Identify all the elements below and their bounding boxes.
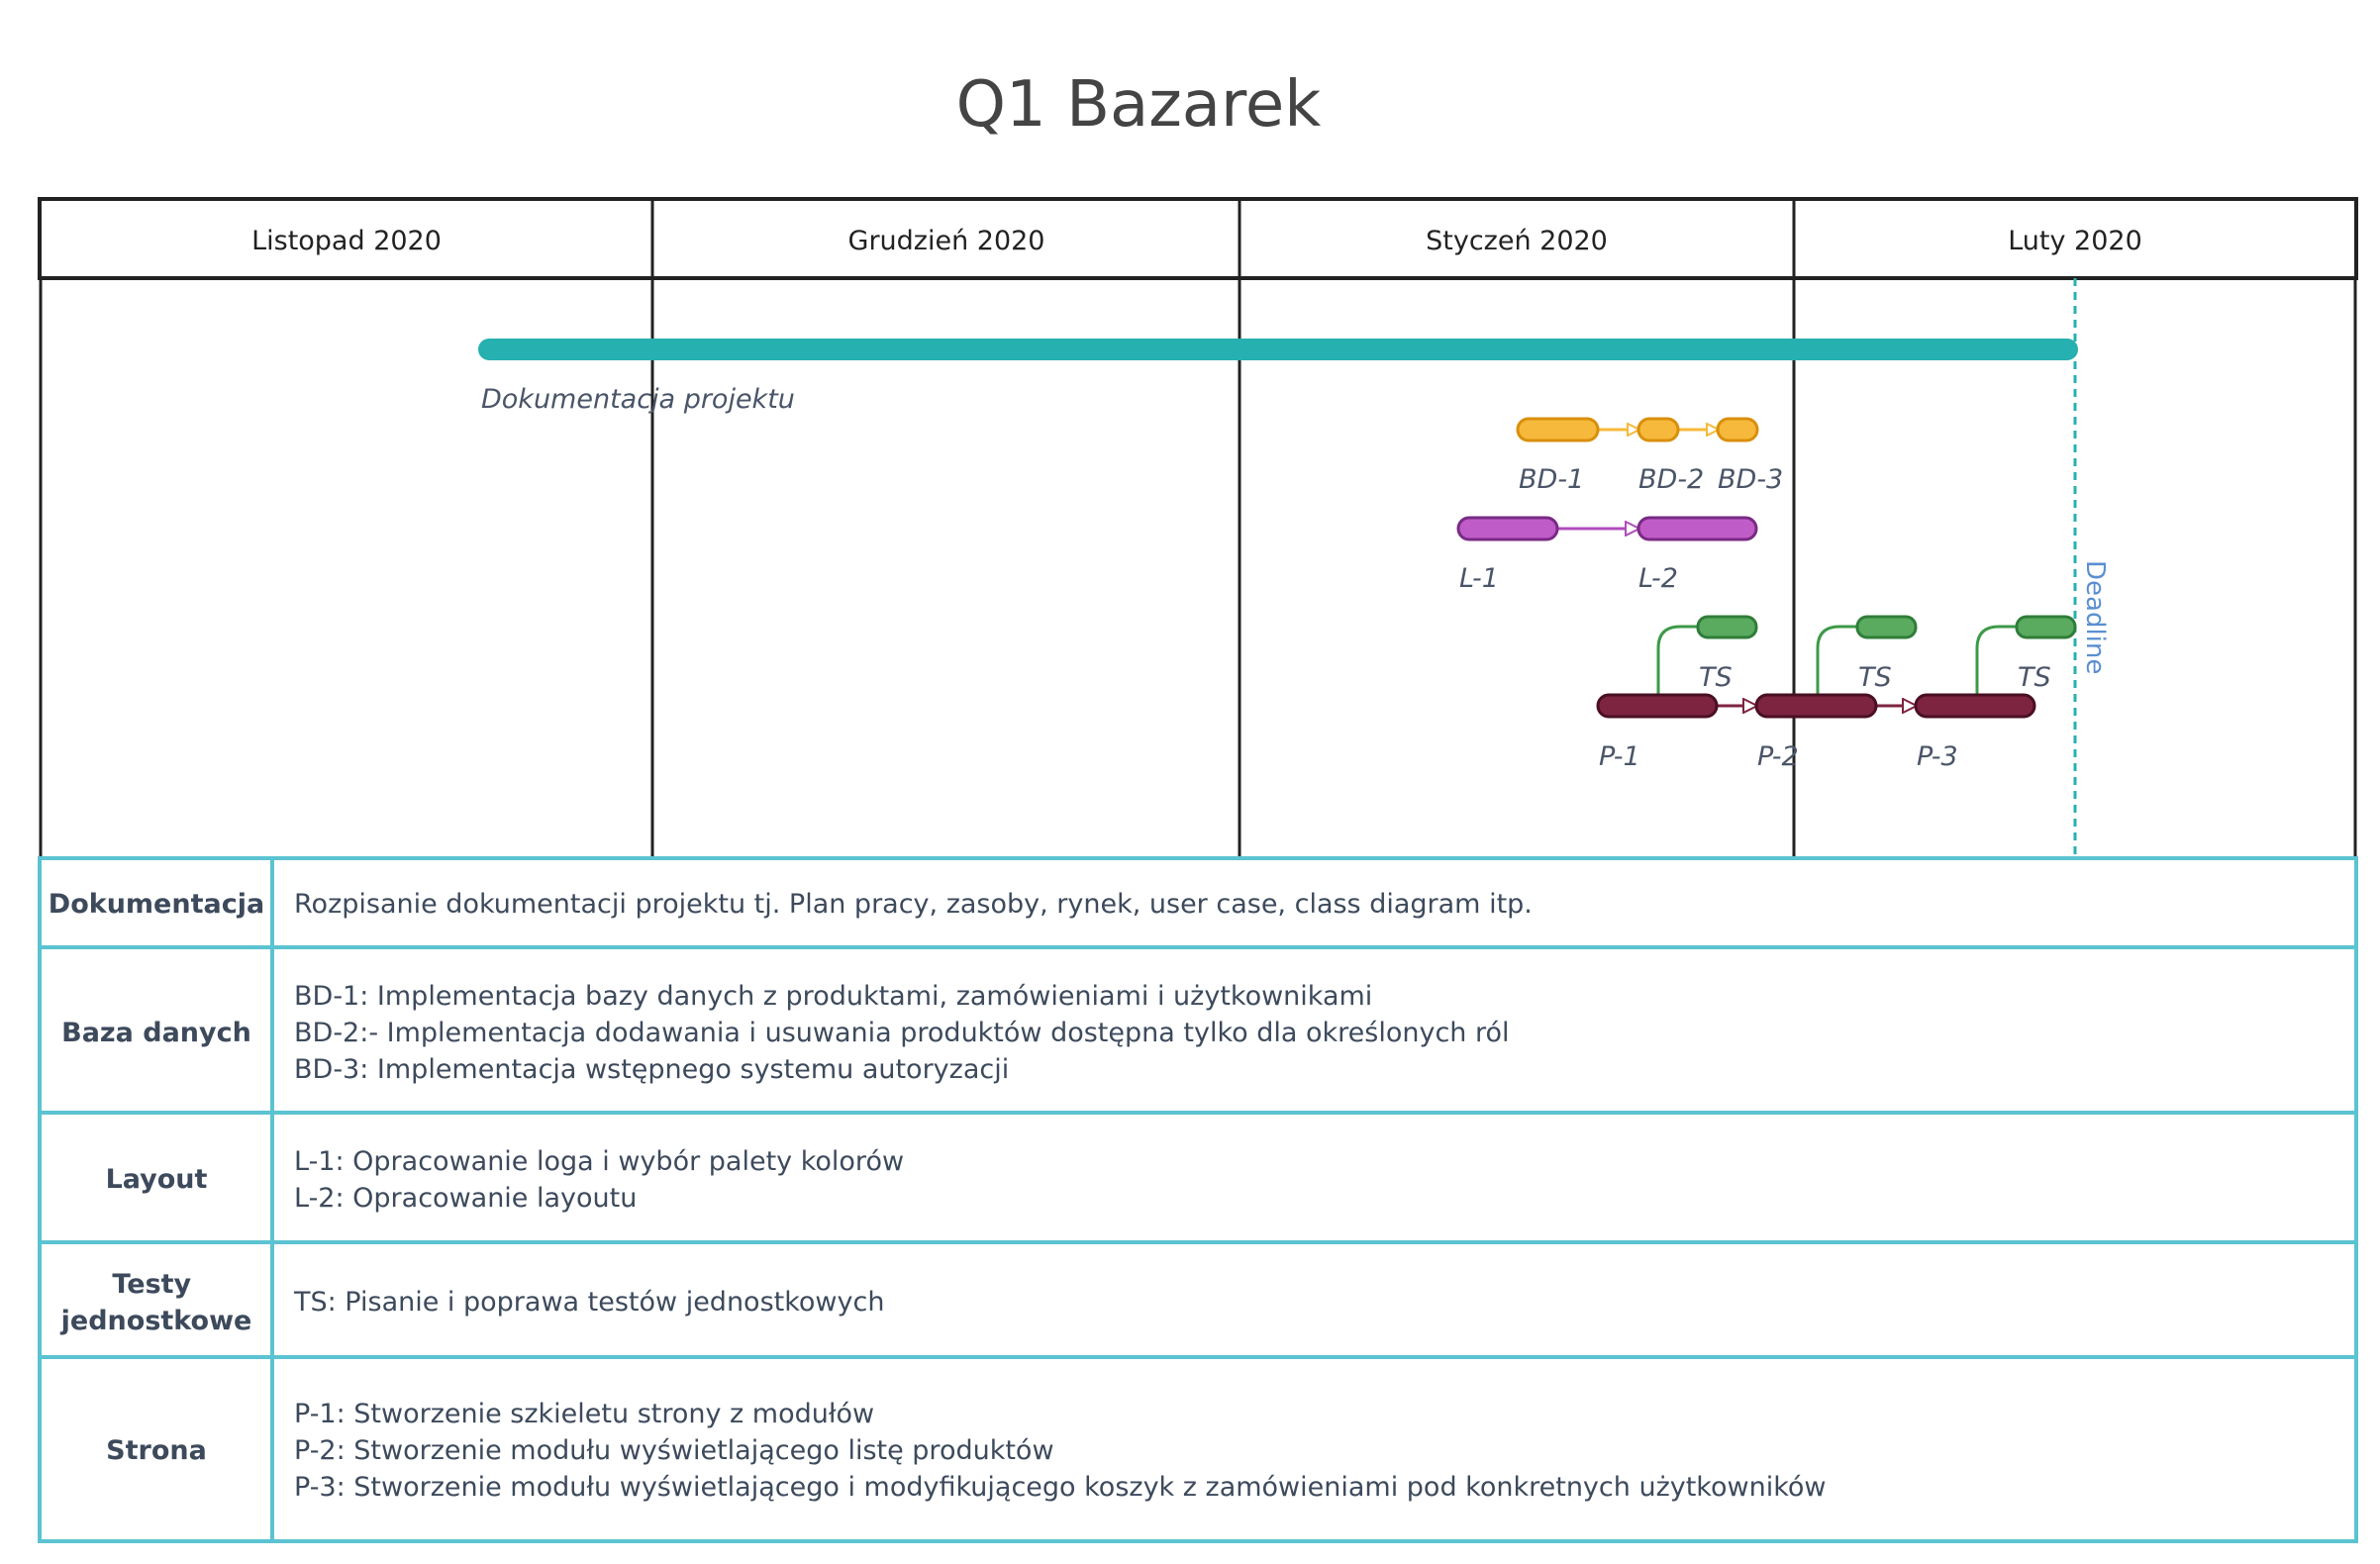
page-tasks: P-1 P-2 P-3 [1596, 693, 2036, 772]
month-label-november: Listopad 2020 [251, 226, 442, 256]
bar-ts-1[interactable] [1696, 615, 1758, 639]
legend-desc-tests: TS: Pisanie i poprawa testów jednostkowy… [293, 1287, 884, 1318]
bar-label-documentation: Dokumentacja projektu [481, 384, 795, 415]
bar-label-bd-2: BD-2 [1638, 464, 1704, 495]
legend-desc-layout: L-1: Opracowanie loga i wybór palety kol… [294, 1146, 913, 1214]
bar-label-ts-1: TS [1699, 662, 1733, 693]
month-label-december: Grudzień 2020 [848, 226, 1045, 256]
bar-l-1[interactable] [1456, 516, 1559, 541]
test-tasks: TS TS TS [1656, 615, 2077, 706]
bar-ts-2[interactable] [1855, 615, 1918, 639]
diagram-title: Q1 Bazarek [956, 68, 1322, 142]
legend-desc-documentation: Rozpisanie dokumentacji projektu tj. Pla… [294, 889, 1533, 920]
month-header: Listopad 2020 Grudzień 2020 Styczeń 2020… [38, 197, 2358, 280]
bar-bd-3[interactable] [1716, 417, 1759, 442]
bar-label-p-3: P-3 [1917, 741, 1958, 772]
bar-bd-2[interactable] [1636, 417, 1680, 442]
legend-desc-page: P-1: Stworzenie szkieletu strony z moduł… [294, 1399, 1826, 1503]
legend-category-database: Baza danych [61, 1018, 251, 1048]
legend-category-page: Strona [106, 1435, 207, 1466]
bar-p-3[interactable] [1914, 693, 2036, 719]
month-label-january: Styczeń 2020 [1426, 226, 1608, 256]
bar-p-2[interactable] [1754, 693, 1878, 719]
legend-desc-database: BD-1: Implementacja bazy danych z produk… [294, 981, 1518, 1085]
layout-tasks: L-1 L-2 [1456, 516, 1758, 594]
month-label-february: Luty 2020 [2008, 226, 2142, 256]
bar-ts-3[interactable] [2015, 615, 2077, 639]
bar-label-bd-3: BD-3 [1718, 464, 1783, 495]
legend-category-layout: Layout [106, 1164, 208, 1195]
timeline-grid [39, 278, 2357, 857]
bar-label-p-2: P-2 [1757, 741, 1799, 772]
bar-label-bd-1: BD-1 [1519, 464, 1584, 495]
bar-bd-1[interactable] [1516, 417, 1600, 442]
bar-label-l-1: L-1 [1459, 563, 1499, 594]
bar-l-2[interactable] [1636, 516, 1758, 541]
legend-category-tests: Testy jednostkowe [60, 1269, 252, 1336]
bar-documentation[interactable] [478, 339, 2078, 360]
bar-label-ts-3: TS [2018, 662, 2051, 693]
bar-label-l-2: L-2 [1638, 563, 1678, 594]
bar-p-1[interactable] [1596, 693, 1719, 719]
bar-label-p-1: P-1 [1599, 741, 1640, 772]
deadline-marker: Deadline [2073, 278, 2110, 857]
legend-category-documentation: Dokumentacja [49, 889, 264, 920]
bar-label-ts-2: TS [1858, 662, 1892, 693]
database-tasks: BD-1 BD-2 BD-3 [1516, 417, 1783, 495]
legend-table [38, 856, 2358, 1543]
deadline-label: Deadline [2080, 560, 2110, 674]
